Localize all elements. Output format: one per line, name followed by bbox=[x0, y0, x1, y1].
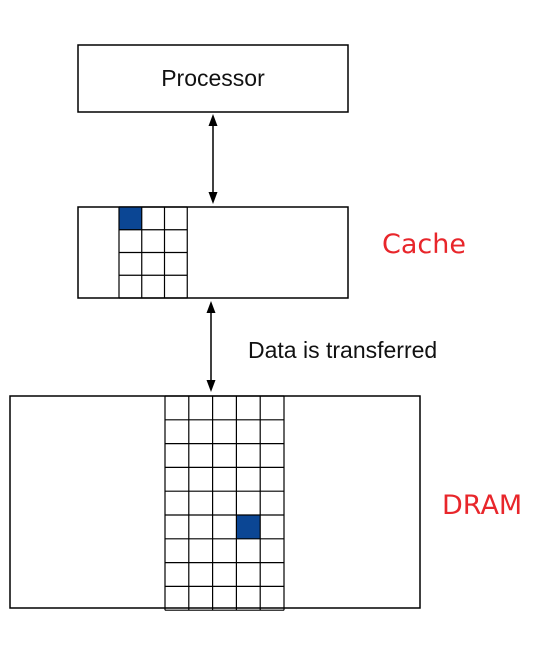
dram-box bbox=[9, 395, 421, 609]
arrow-down-icon bbox=[208, 192, 218, 204]
cache-label: Cache bbox=[382, 229, 466, 260]
processor-box bbox=[77, 44, 349, 113]
transfer-label: Data is transferred bbox=[248, 337, 437, 363]
cache-node bbox=[77, 206, 349, 299]
dram-node bbox=[9, 395, 421, 611]
cache-highlighted-block bbox=[119, 207, 142, 230]
processor-label: Processor bbox=[161, 65, 265, 91]
arrow-down-icon bbox=[206, 380, 216, 392]
processor-node: Processor bbox=[77, 44, 349, 113]
arrow-up-icon bbox=[208, 114, 218, 126]
cache-dram-arrow bbox=[206, 301, 216, 392]
cache-block-grid bbox=[118, 206, 188, 299]
dram-highlighted-block bbox=[236, 515, 261, 539]
processor-cache-arrow bbox=[208, 114, 218, 204]
dram-label: DRAM bbox=[442, 490, 522, 521]
dram-block-grid bbox=[164, 395, 285, 611]
arrow-up-icon bbox=[206, 301, 216, 313]
